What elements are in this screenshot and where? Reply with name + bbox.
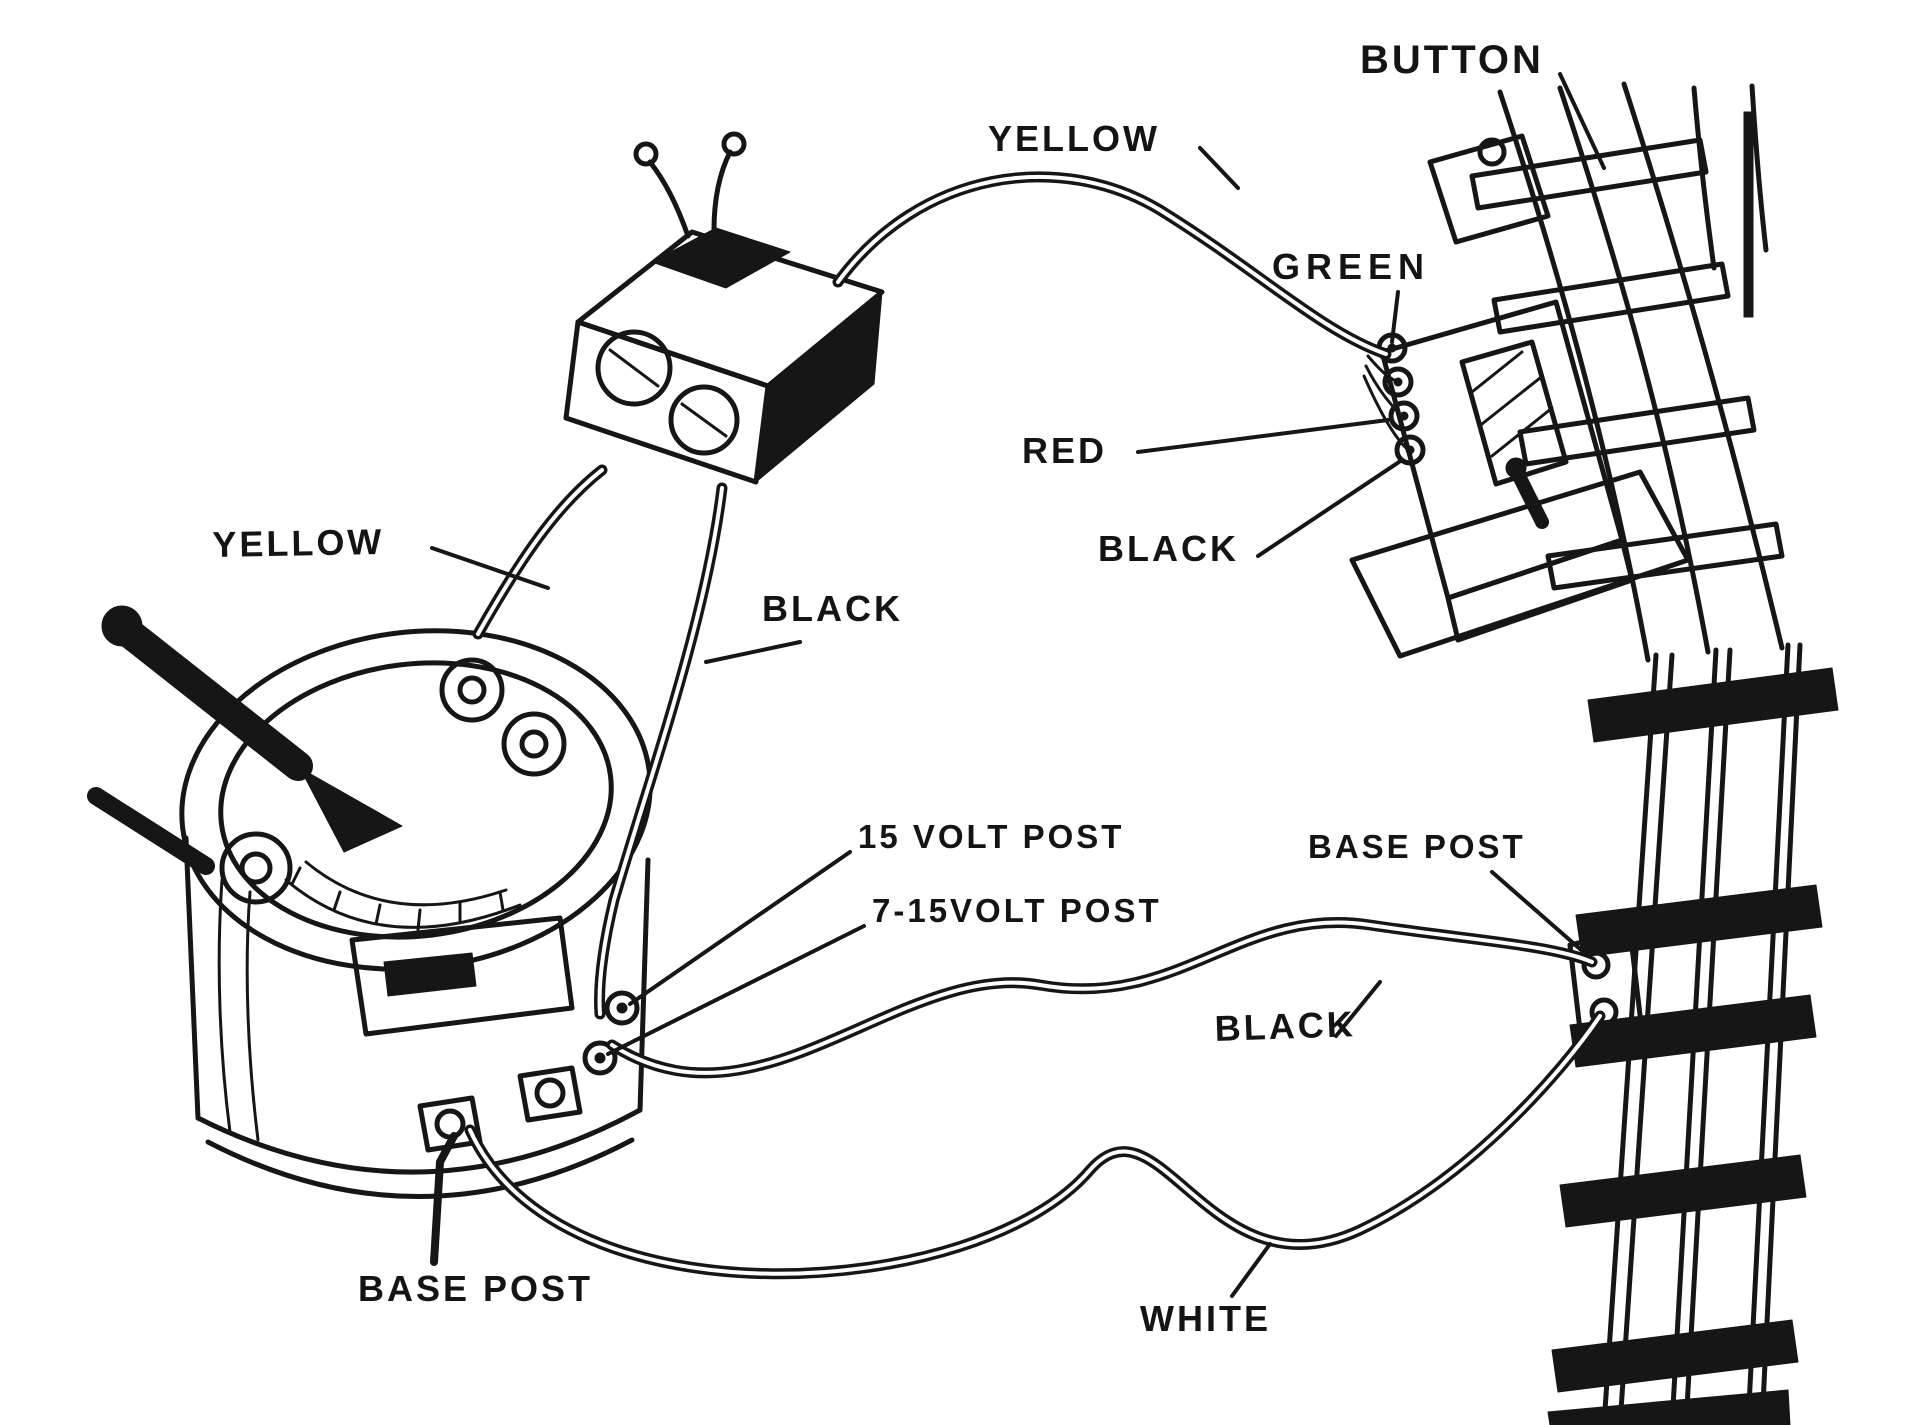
wire-black-mid xyxy=(594,482,728,1020)
wire-yellow-top xyxy=(832,171,1392,360)
label-base-post-right: BASE POST xyxy=(1308,828,1526,865)
terminal-block-illustration xyxy=(563,131,885,485)
transformer-rod-icon xyxy=(87,787,215,875)
transformer-lever-icon xyxy=(101,605,403,853)
transformer-base-post-icon xyxy=(434,1108,466,1140)
label-yellow-left: YELLOW xyxy=(212,520,385,565)
volt-post-15-icon xyxy=(604,990,640,1026)
track-button-icon xyxy=(1477,137,1507,167)
label-white: WHITE xyxy=(1140,1298,1271,1339)
label-black-switch: BLACK xyxy=(1098,528,1239,569)
label-red: RED xyxy=(1022,430,1108,471)
leader-lines xyxy=(430,72,1606,1298)
label-green: GREEN xyxy=(1272,246,1431,287)
transformer-illustration xyxy=(87,605,653,1199)
transformer-posts xyxy=(417,990,640,1153)
wire-black-long xyxy=(606,916,1598,1079)
label-black-lower: BLACK xyxy=(1214,1003,1357,1049)
label-15-volt-post: 15 VOLT POST xyxy=(858,818,1125,855)
label-button: BUTTON xyxy=(1360,38,1544,82)
track-base-post-icon xyxy=(1581,950,1611,980)
track-illustration xyxy=(1427,81,1839,1425)
volt-post-7-15-icon xyxy=(582,1040,618,1076)
wire-white-long xyxy=(464,1010,1606,1280)
switch-controller-illustration xyxy=(1349,299,1691,659)
label-7-15-volt-post: 7-15VOLT POST xyxy=(872,892,1162,929)
track-base-post-icon xyxy=(1589,997,1619,1027)
wire-yellow-left xyxy=(472,464,608,640)
label-yellow-top: YELLOW xyxy=(988,118,1160,159)
label-black-mid: BLACK xyxy=(762,588,903,629)
label-base-post-left: BASE POST xyxy=(358,1268,594,1309)
